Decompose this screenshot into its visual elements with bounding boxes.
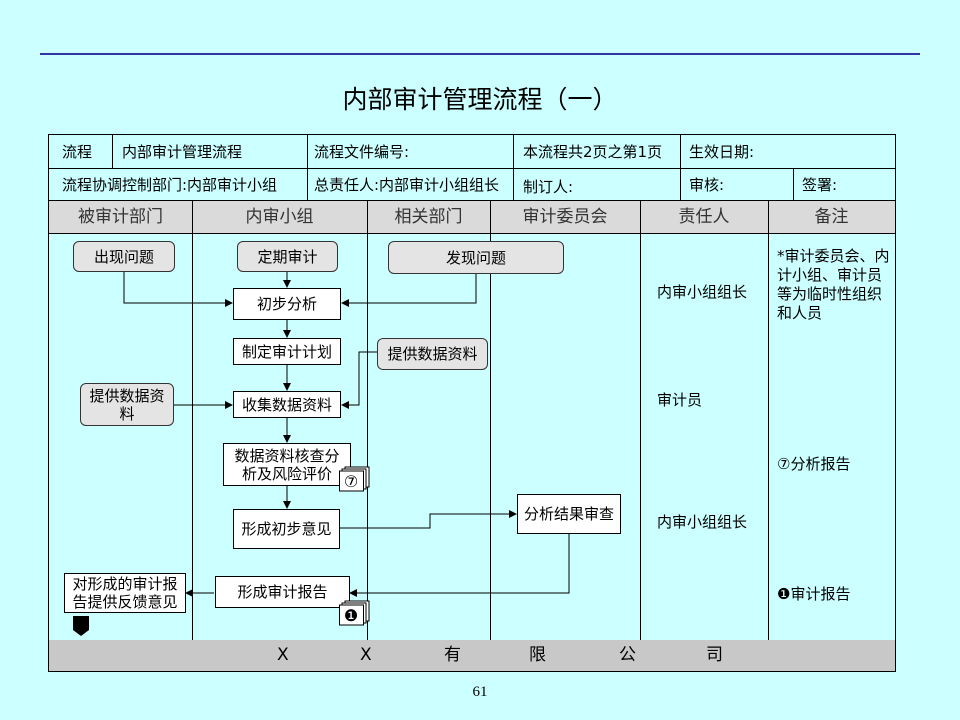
document-stack-icon: ❶ [339,600,371,626]
divider [793,168,794,201]
divider [49,200,895,201]
lane-divider [640,201,641,640]
col-responsible: 责任人 [678,207,730,227]
coord-dept: 流程协调控制部门:内部审计小组 [62,176,278,194]
col-audited-dept: 被审计部门 [78,207,163,227]
effective-date: 生效日期: [689,143,755,161]
col-remarks: 备注 [814,207,849,227]
divider [49,168,895,169]
node-collect-data: 收集数据资料 [233,391,341,418]
page-number: 61 [472,684,488,700]
doc-icon-label: ⑦ [344,472,358,491]
col-related-dept: 相关部门 [394,207,463,227]
node-initial-analysis: 初步分析 [233,288,341,320]
divider [112,135,113,168]
responsible-1: 内审小组组长 [657,283,748,301]
node-form-opinion: 形成初步意见 [233,509,340,549]
footer-char: 限 [529,645,546,665]
col-audit-committee: 审计委员会 [522,207,608,227]
node-feedback: 对形成的审计报告提供反馈意见 [64,573,186,613]
process-name: 内部审计管理流程 [122,143,243,161]
document-stack-icon: ⑦ [339,466,371,492]
node-problem-found: 发现问题 [388,241,564,274]
footer-char: X [360,645,372,665]
node-make-plan: 制定审计计划 [233,338,341,365]
divider [680,135,681,201]
top-divider [40,53,920,55]
node-committee-review: 分析结果审查 [517,494,621,534]
doc-icon-label: ❶ [344,606,358,625]
divider [49,233,895,234]
column-header-band [49,201,895,233]
footer-char: X [277,645,289,665]
lane-divider [192,201,193,640]
remark-note-3: ❶审计报告 [777,585,851,603]
col-internal-audit-team: 内审小组 [245,207,314,227]
footer-band [49,640,895,671]
divider [513,135,514,201]
footer-char: 有 [444,645,461,665]
maker: 制订人: [523,178,574,196]
signature: 签署: [802,176,838,194]
remark-note-2: ⑦分析报告 [777,455,851,473]
lane-divider [768,201,769,640]
node-check-analysis: 数据资料核查分析及风险评价 [223,443,351,486]
end-marker-icon [72,615,90,637]
divider [307,135,308,201]
footer-char: 公 [619,645,636,665]
responsible-2: 审计员 [657,391,703,409]
doc-number: 流程文件编号: [314,143,410,161]
node-audited-provide-data: 提供数据资料 [80,383,174,426]
page-title: 内部审计管理流程（一） [342,85,618,114]
lane-divider [490,201,491,640]
remark-note-1: *审计委员会、内计小组、审计员等为临时性组织和人员 [777,247,890,322]
owner: 总责任人:内部审计小组组长 [314,176,500,194]
process-table [48,134,896,672]
footer-char: 司 [706,645,723,665]
lane-divider [367,201,368,640]
responsible-3: 内审小组组长 [657,513,748,531]
node-periodic-audit: 定期审计 [237,241,338,272]
page-count: 本流程共2页之第1页 [523,143,663,161]
node-related-provide-data: 提供数据资料 [377,338,488,370]
node-form-report: 形成审计报告 [215,576,350,608]
reviewer: 审核: [689,176,725,194]
node-problem-appears: 出现问题 [73,241,175,272]
process-label: 流程 [62,143,93,161]
